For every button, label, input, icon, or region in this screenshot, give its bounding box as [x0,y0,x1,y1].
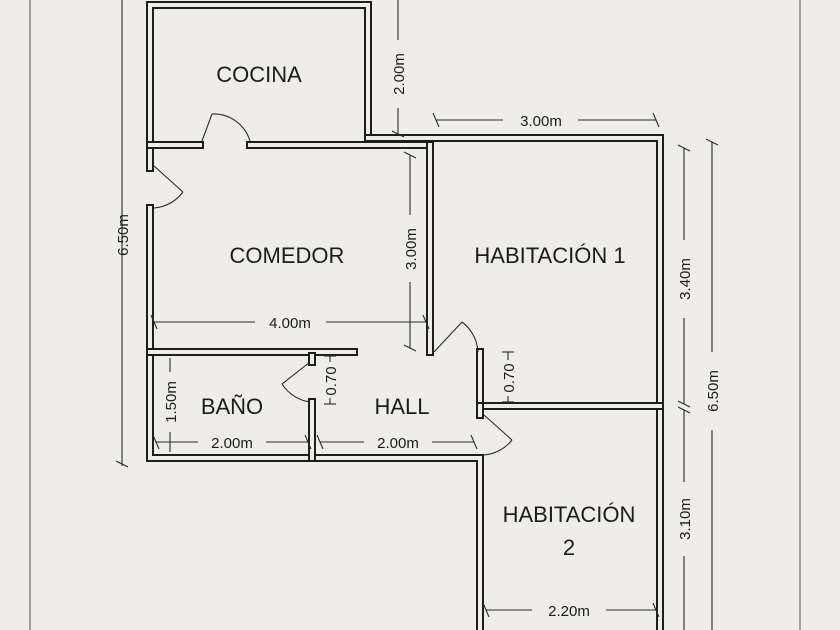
label-habitacion-2-line1: HABITACIÓN [503,502,636,527]
dim-comedor-width: 4.00m [269,315,311,332]
door-bano [281,361,311,403]
dim-bano-door: 0.70 [323,366,340,395]
label-cocina: COCINA [216,62,302,87]
dim-hab1-door: 0.70 [501,363,518,392]
door-cocina [201,113,251,142]
dim-hab2-height: 3.10m [677,498,694,540]
dim-hab2-width: 2.20m [548,603,590,620]
label-habitacion-1: HABITACIÓN 1 [474,243,625,268]
dim-bano-width: 2.00m [211,435,253,452]
dimension-labels: 6.50m 2.00m 3.00m 3.00m 4.00m 3.40m 6.50… [115,53,722,620]
door-comedor-entrance [153,165,184,209]
walls [146,1,664,630]
label-habitacion-2-line2: 2 [563,535,575,560]
dim-cocina-height: 2.00m [391,53,408,95]
room-labels: COCINA COMEDOR HABITACIÓN 1 HABITACIÓN 2… [201,62,636,560]
label-comedor: COMEDOR [230,243,345,268]
dim-hab1-height: 3.40m [677,258,694,300]
label-bano: BAÑO [201,394,263,419]
door-habitacion-1 [433,321,479,353]
dim-comedor-height: 3.00m [403,228,420,270]
dim-hall-width: 2.00m [377,435,419,452]
dim-hab1-width: 3.00m [520,113,562,130]
dim-overall-right-height: 6.50m [705,370,722,412]
dimension-lines [115,0,719,630]
door-habitacion-2 [483,414,513,456]
dim-overall-left-height: 6.50m [115,214,132,256]
doors [153,113,513,456]
label-hall: HALL [374,394,429,419]
dim-bano-height: 1.50m [163,381,180,423]
